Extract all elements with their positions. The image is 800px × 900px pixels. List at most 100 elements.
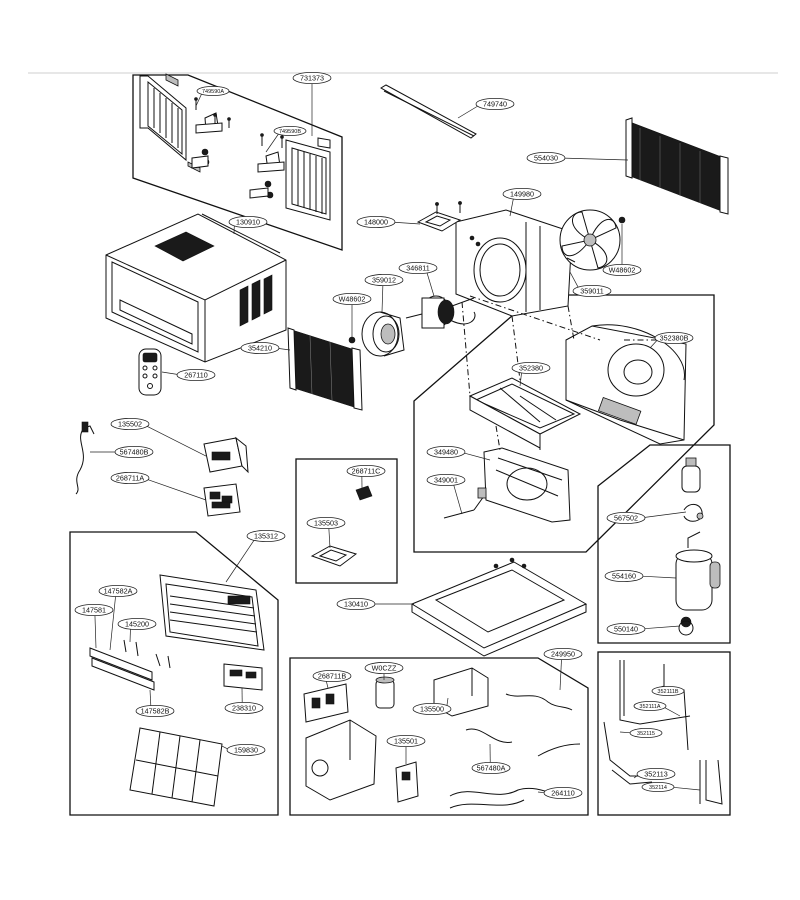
pcb-holder (310, 545, 358, 567)
callout-oval (356, 215, 396, 228)
callout-349480: 349480 (426, 445, 491, 461)
callout-oval (543, 787, 583, 800)
callout-w0czz: W0CZZ (364, 662, 404, 680)
callout-label: 749740 (483, 100, 507, 109)
callout-554030: 554030 (526, 151, 629, 164)
callout-label: 567480B (120, 448, 149, 457)
callout-leader-line (642, 575, 677, 579)
callout-oval (110, 417, 150, 430)
callout-352380b: 352380B (649, 331, 694, 349)
callout-oval (110, 471, 150, 484)
callout-oval (572, 284, 612, 297)
callout-leader-line (109, 596, 116, 651)
capacitor (375, 676, 395, 709)
callout-oval (386, 735, 426, 748)
condenser-coil (625, 117, 729, 215)
callout-oval (228, 215, 268, 228)
callout-label: 267110 (184, 371, 207, 380)
callout-oval (74, 604, 114, 617)
frame-control-box (289, 657, 589, 816)
callout-oval (312, 670, 352, 683)
callout-oval (364, 662, 404, 675)
callout-oval (336, 598, 376, 611)
callout-130410: 130410 (336, 598, 414, 611)
callout-749590a: 749590A (195, 86, 230, 107)
evaporator-cover (468, 377, 582, 449)
callout-leader-line (569, 271, 579, 288)
callout-label: 352111B (657, 689, 679, 695)
callout-346811: 346811 (398, 261, 438, 297)
callout-oval (114, 445, 154, 458)
display-pcb (203, 483, 241, 517)
air-guide (483, 447, 571, 523)
callout-352115: 352115 (619, 728, 663, 739)
callout-label: 147582A (104, 587, 133, 596)
callout-leader-line (519, 372, 522, 387)
callout-oval (246, 530, 286, 543)
fan-shroud (455, 209, 573, 317)
callout-label: 567502 (614, 514, 638, 523)
callout-label: 268711C (352, 467, 381, 476)
condenser-fan (559, 209, 626, 271)
callout-label: 249950 (551, 650, 575, 659)
callout-oval (604, 570, 644, 583)
callout-oval (543, 648, 583, 661)
callout-147581: 147581 (74, 604, 114, 649)
callout-leader-line (94, 615, 97, 649)
callout-oval (292, 72, 332, 85)
callout-349001: 349001 (426, 473, 466, 515)
callout-label: 359012 (372, 276, 396, 285)
callout-leader-line (277, 348, 291, 351)
callout-135503: 135503 (306, 517, 346, 549)
callout-147582b: 147582B (135, 689, 175, 718)
callout-leader-line (446, 697, 449, 707)
callout-label: W0CZZ (372, 664, 397, 673)
callout-label: 352115 (637, 731, 655, 737)
assembly-guide-lines (461, 295, 684, 451)
callout-354210: 354210 (240, 341, 291, 354)
callout-oval (240, 341, 280, 354)
callout-label: 238310 (232, 704, 256, 713)
callout-label: 145200 (125, 620, 149, 629)
callout-oval (602, 263, 642, 276)
callout-135500: 135500 (412, 697, 452, 716)
callout-249950: 249950 (543, 648, 583, 691)
callout-label: 268711A (116, 474, 144, 483)
callout-359012: 359012 (364, 273, 404, 313)
callout-264110: 264110 (537, 787, 583, 800)
callout-oval (176, 368, 216, 381)
callout-135501: 135501 (386, 735, 426, 764)
callout-label: 130410 (344, 600, 368, 609)
refrigerant-tubing (603, 660, 723, 805)
callout-leader-line (265, 133, 279, 153)
callout-leader-line (328, 528, 331, 549)
callout-leader-line (463, 452, 491, 461)
callout-label: W48602 (339, 295, 366, 304)
motor-bracket (416, 201, 462, 232)
callout-leader-line (457, 105, 479, 119)
callout-147582a: 147582A (98, 585, 138, 651)
callout-label: 550140 (614, 625, 638, 634)
callout-label: 147581 (82, 606, 106, 615)
callout-leader-line (161, 371, 179, 375)
callout-label: 352113 (644, 770, 667, 779)
callout-oval (273, 126, 307, 137)
callout-oval (332, 292, 372, 305)
weather-strip (380, 84, 477, 139)
callout-oval (633, 701, 667, 712)
callout-label: 268711B (318, 672, 346, 681)
callout-leader-line (559, 659, 562, 691)
callout-leader-line (619, 731, 631, 734)
control-panel (223, 663, 263, 691)
callout-567502: 567502 (606, 511, 687, 525)
side-curtain-brackets-right (249, 133, 285, 199)
callout-leader-line (195, 93, 202, 107)
callout-leader-line (664, 707, 681, 717)
callout-749590b: 749590B (265, 126, 307, 153)
scroll-housing (565, 324, 687, 445)
frame-compressor (597, 444, 731, 644)
callout-label: 135500 (420, 705, 444, 714)
callout-oval (98, 585, 138, 598)
callout-567480a: 567480A (471, 743, 511, 775)
